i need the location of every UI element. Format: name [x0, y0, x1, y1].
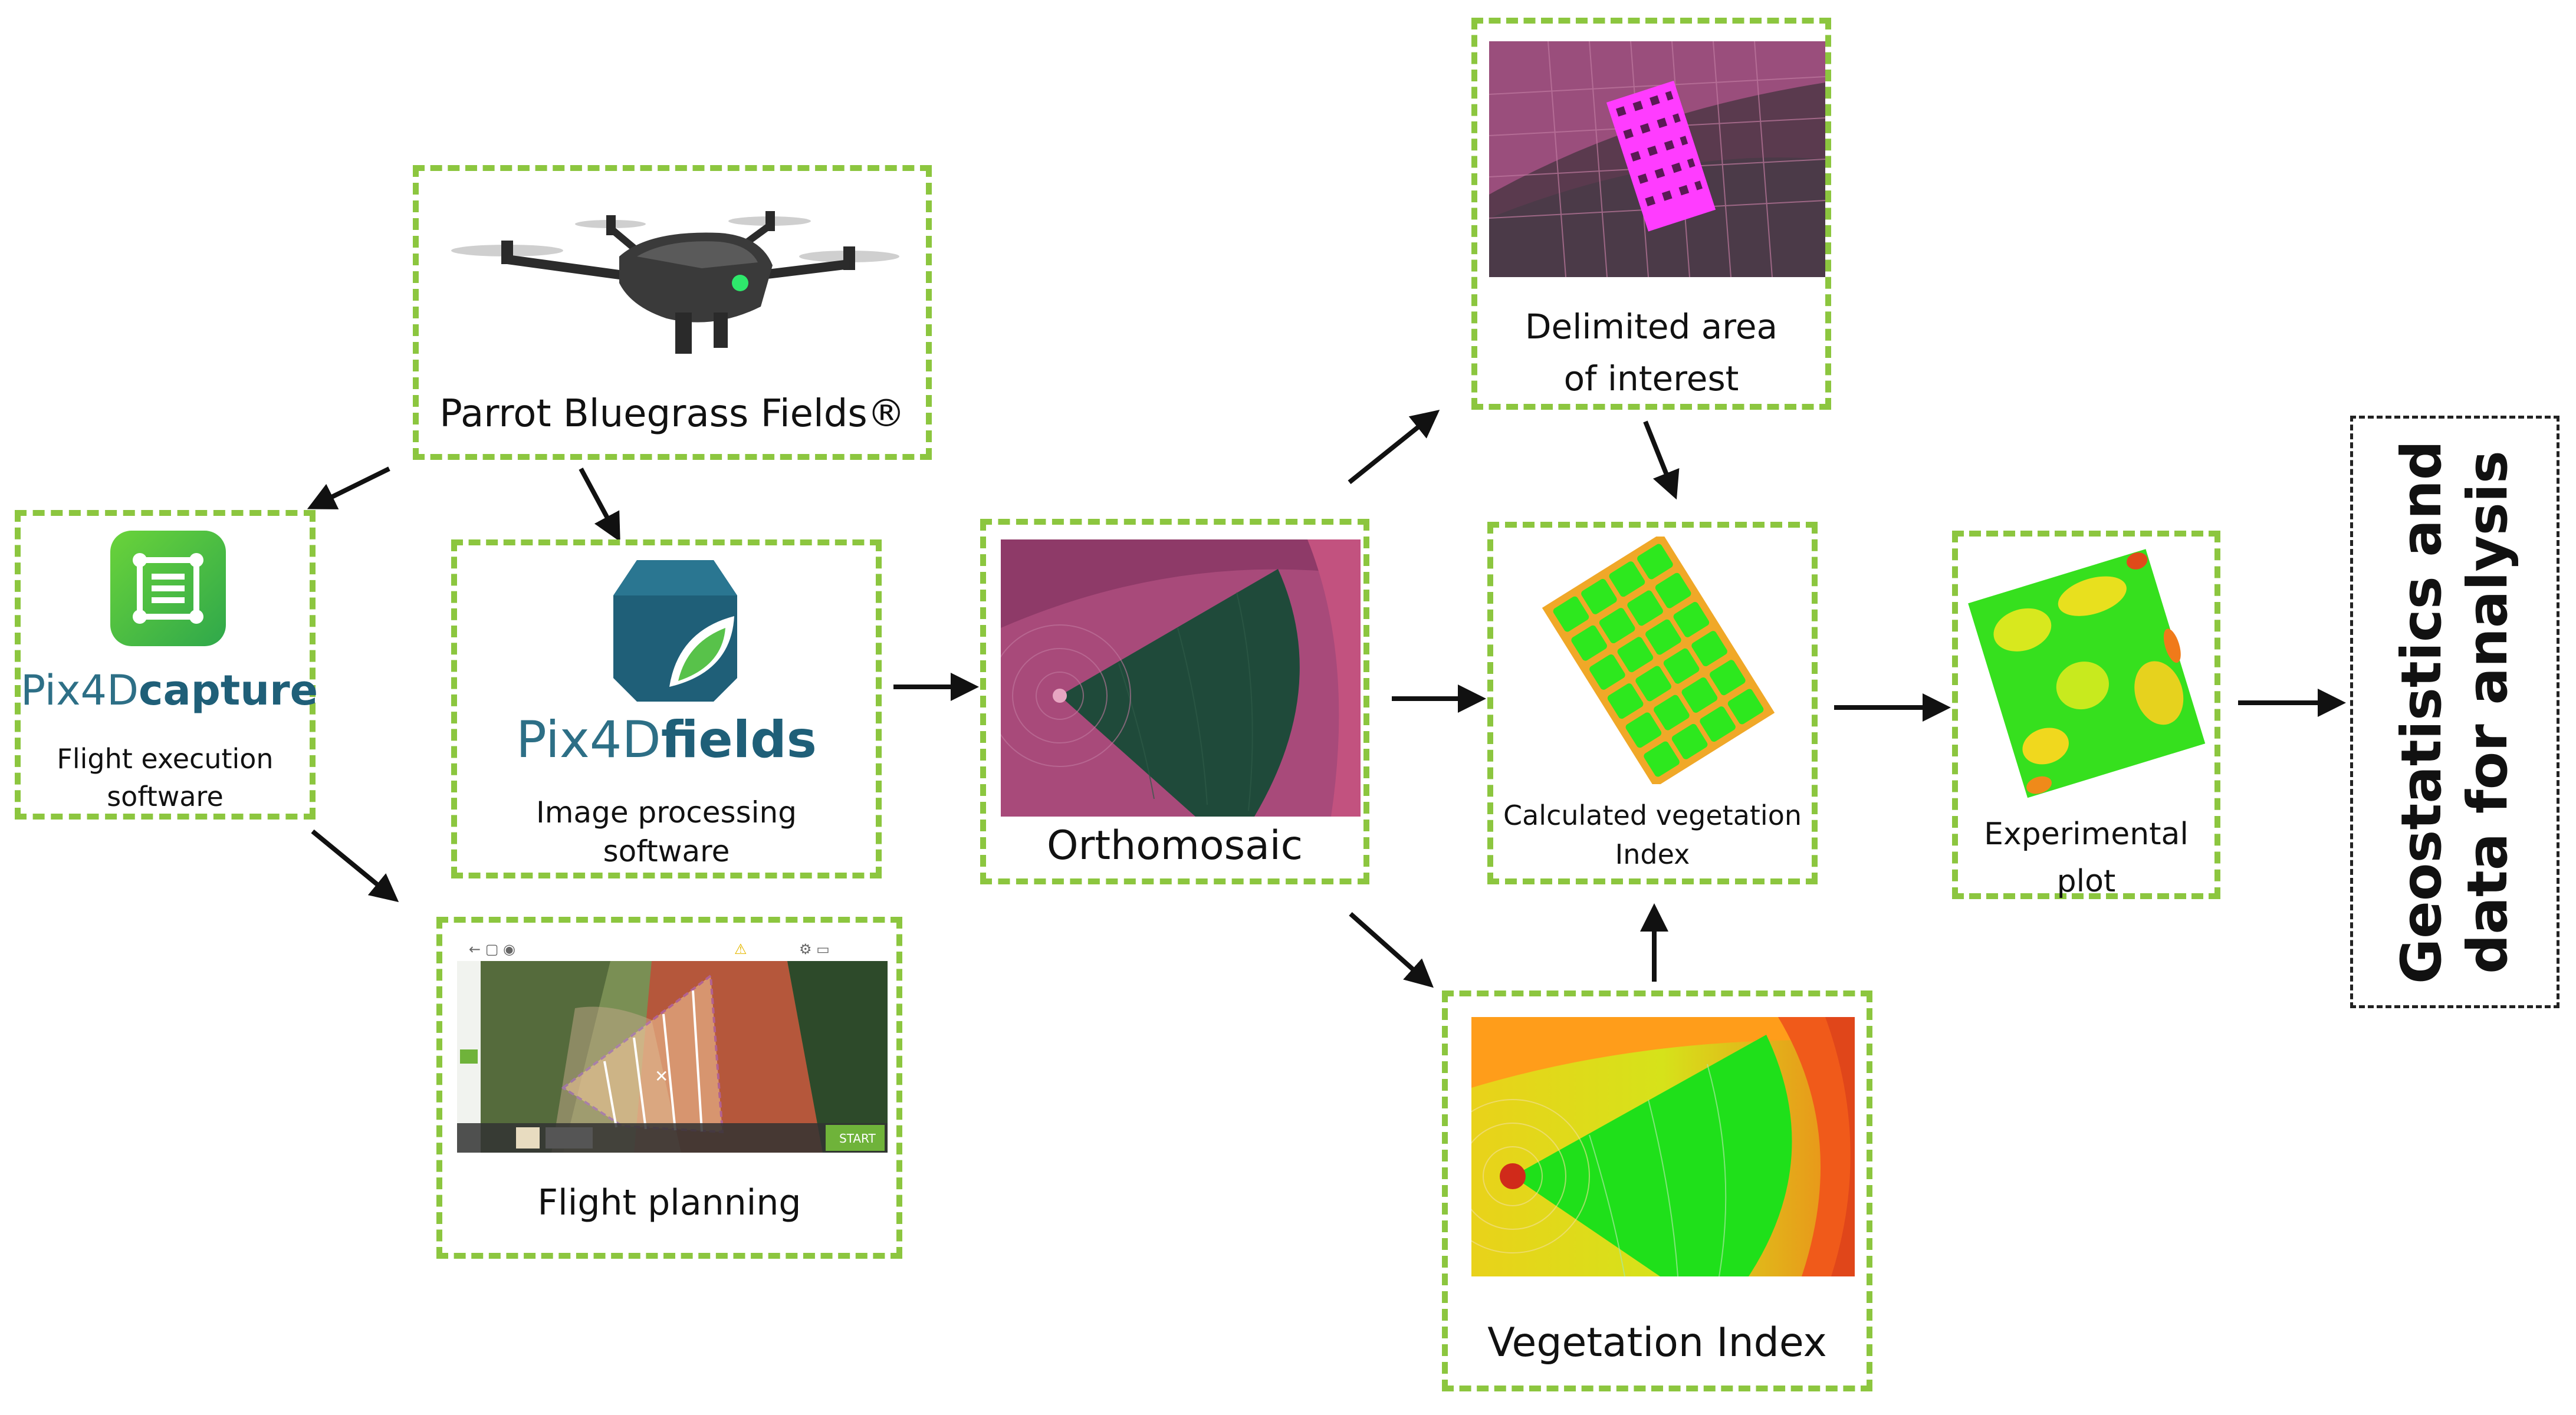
- pix4dcapture-caption: Flight execution software: [57, 743, 274, 812]
- area-of-interest-label: Delimited area of interest: [1524, 307, 1778, 399]
- node-experimental-plot: Experimental plot: [1952, 531, 2220, 899]
- experimental-plot-label: Experimental plot: [1984, 817, 2189, 899]
- arrow-aoi-to-calc: [1643, 420, 1680, 500]
- orthomosaic-label: Orthomosaic: [1046, 822, 1303, 869]
- svg-text:⚠: ⚠: [734, 941, 747, 957]
- node-vegetation-index: Vegetation Index: [1442, 990, 1872, 1391]
- node-area-of-interest: Delimited area of interest: [1471, 18, 1831, 410]
- node-pix4dfields: Pix4Dfields Image processing software: [451, 539, 882, 878]
- node-pix4dcapture: Pix4Dcapture Flight execution software: [15, 510, 318, 820]
- arrow-drone-to-capture: [307, 466, 390, 509]
- arrow-ortho-to-vi: [1349, 912, 1434, 988]
- flight-planning-label: Flight planning: [537, 1182, 801, 1223]
- svg-text:← ▢ ◉: ← ▢ ◉: [469, 941, 515, 957]
- node-orthomosaic: Orthomosaic: [980, 519, 1369, 884]
- vegetation-index-image: [1471, 1017, 1855, 1276]
- svg-text:⚙ ▭: ⚙ ▭: [799, 941, 830, 957]
- arrow-ortho-to-aoi: [1348, 409, 1440, 485]
- flight-planning-screenshot: ← ▢ ◉ ⚠ ⚙ ▭ ✕ START: [457, 937, 888, 1153]
- drone-label: Parrot Bluegrass Fields®: [439, 392, 905, 436]
- vegetation-index-label: Vegetation Index: [1487, 1319, 1827, 1366]
- node-drone: Parrot Bluegrass Fields®: [413, 165, 932, 460]
- node-geostatistics: Geostatistics and data for analysis: [2350, 416, 2559, 1008]
- pix4dcapture-app-icon: [110, 531, 226, 646]
- geostatistics-label: Geostatistics and data for analysis: [2389, 440, 2520, 984]
- start-button[interactable]: START: [839, 1131, 876, 1146]
- svg-text:✕: ✕: [655, 1067, 668, 1086]
- experimental-plot-image: [1961, 537, 2212, 808]
- node-flight-planning: ← ▢ ◉ ⚠ ⚙ ▭ ✕ START Flight planning: [436, 917, 902, 1259]
- area-of-interest-image: [1489, 41, 1825, 277]
- calculated-vi-image: [1511, 537, 1806, 784]
- orthomosaic-image: [1001, 539, 1361, 817]
- drone-image: [442, 195, 902, 366]
- pix4dfields-caption: Image processing software: [536, 795, 797, 868]
- calculated-vi-label: Calculated vegetation Index: [1503, 799, 1802, 870]
- node-calculated-vegetation-index: Calculated vegetation Index: [1487, 522, 1818, 884]
- pix4dcapture-logo: Pix4Dcapture: [21, 666, 318, 715]
- arrow-drone-to-fields: [579, 468, 620, 542]
- pix4dfields-logo: Pix4Dfields: [515, 710, 817, 769]
- pix4dfields-logo-icon: [613, 560, 737, 702]
- arrow-capture-to-planning: [311, 829, 399, 903]
